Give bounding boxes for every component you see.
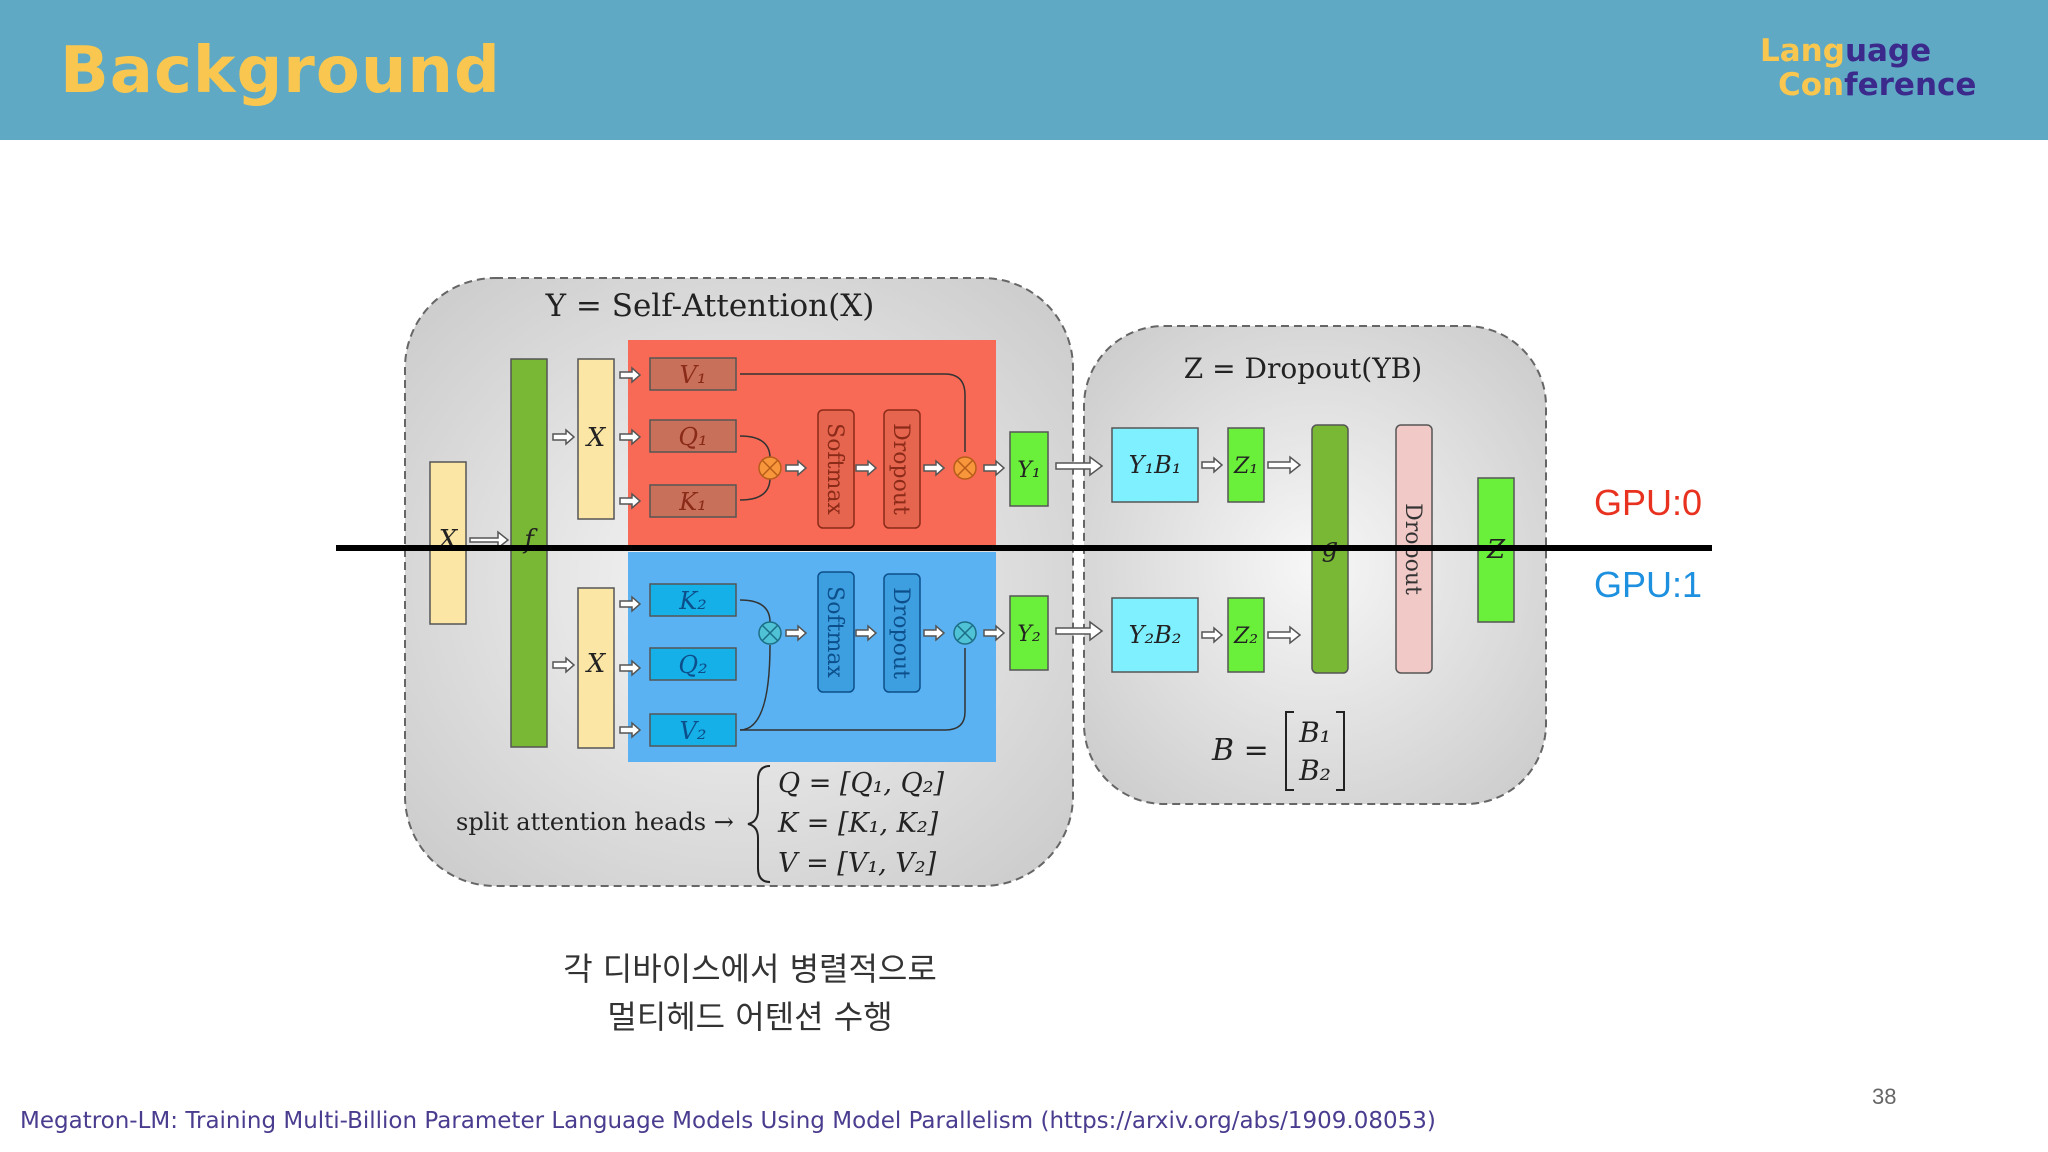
softmax-label: Softmax xyxy=(822,423,847,515)
v-equation: V = [V₁, V₂] xyxy=(778,848,937,879)
v2-label: V₂ xyxy=(680,717,707,745)
citation-text: Megatron-LM: Training Multi-Billion Para… xyxy=(20,1108,1436,1134)
x-lower-label: X xyxy=(585,649,607,679)
v1-box xyxy=(649,357,737,391)
logo-text: Lang xyxy=(1760,33,1845,69)
x-upper-label: X xyxy=(585,423,607,453)
caption-line1: 각 디바이스에서 병렬적으로 xyxy=(563,950,937,988)
z2-box xyxy=(1227,597,1265,673)
k1-box xyxy=(649,484,737,518)
y1b1-box xyxy=(1111,427,1199,503)
y2b2-label: Y₂B₂ xyxy=(1129,621,1182,649)
y1-label: Y₁ xyxy=(1017,458,1040,483)
page-number: 38 xyxy=(1872,1084,1897,1109)
b-matrix-bracket-right xyxy=(1336,711,1345,791)
slide-caption: 각 디바이스에서 병렬적으로 멀티헤드 어텐션 수행 xyxy=(480,945,1020,1041)
y2-label: Y₂ xyxy=(1017,622,1040,647)
x-upper-box xyxy=(577,358,615,520)
q2-box xyxy=(649,647,737,681)
k2-box xyxy=(649,583,737,617)
caption-line2: 멀티헤드 어텐션 수행 xyxy=(607,998,893,1036)
q2-label: Q₂ xyxy=(678,651,707,679)
y1-box xyxy=(1009,431,1049,507)
logo-text: Con xyxy=(1778,67,1845,103)
arrows xyxy=(469,366,1302,739)
k2-label: K₂ xyxy=(678,587,707,615)
b1-label: B₁ xyxy=(1298,716,1331,749)
logo-text: ference xyxy=(1844,67,1977,103)
softmax-box-gpu0 xyxy=(817,409,855,529)
v1-label: V₁ xyxy=(680,361,707,389)
k-equation: K = [K₁, K₂] xyxy=(777,808,939,839)
connector-lines xyxy=(739,373,966,731)
y2b2-box xyxy=(1111,597,1199,673)
gpu1-label: GPU:1 xyxy=(1594,564,1703,605)
dropout-box-gpu0 xyxy=(883,409,921,529)
y1b1-label: Y₁B₁ xyxy=(1129,451,1182,479)
dropout-title: Z = Dropout(YB) xyxy=(1184,352,1422,385)
k1-label: K₁ xyxy=(678,488,707,516)
b-equation-label: B = xyxy=(1211,733,1269,768)
f-operator-box xyxy=(510,358,548,748)
split-heads-brace xyxy=(747,765,771,883)
z2-label: Z₂ xyxy=(1233,624,1258,649)
header-bar: Background Language Conference xyxy=(0,0,2048,140)
x-input-box xyxy=(429,461,467,625)
gpu0-label: GPU:0 xyxy=(1594,482,1703,523)
z1-box xyxy=(1227,427,1265,503)
y2-box xyxy=(1009,595,1049,671)
v2-box xyxy=(649,713,737,747)
q1-label: Q₁ xyxy=(678,423,707,451)
b-matrix-bracket-left xyxy=(1285,711,1294,791)
q1-box xyxy=(649,419,737,453)
softmax-label: Softmax xyxy=(822,586,847,678)
language-conference-logo: Language Conference xyxy=(1760,34,2000,102)
b2-label: B₂ xyxy=(1298,754,1331,787)
logo-text: uage xyxy=(1844,33,1932,69)
x-lower-box xyxy=(577,587,615,749)
self-attention-title: Y = Self-Attention(X) xyxy=(545,288,875,324)
z1-label: Z₁ xyxy=(1233,454,1258,479)
q-equation: Q = [Q₁, Q₂] xyxy=(778,768,945,799)
split-heads-label: split attention heads → xyxy=(456,808,734,836)
softmax-box-gpu1 xyxy=(817,571,855,693)
dropout-box-gpu1 xyxy=(883,573,921,693)
dropout-label: Dropout xyxy=(888,423,913,515)
slide-title: Background xyxy=(60,34,501,108)
dropout-label: Dropout xyxy=(888,587,913,679)
multiply-nodes xyxy=(758,456,977,645)
